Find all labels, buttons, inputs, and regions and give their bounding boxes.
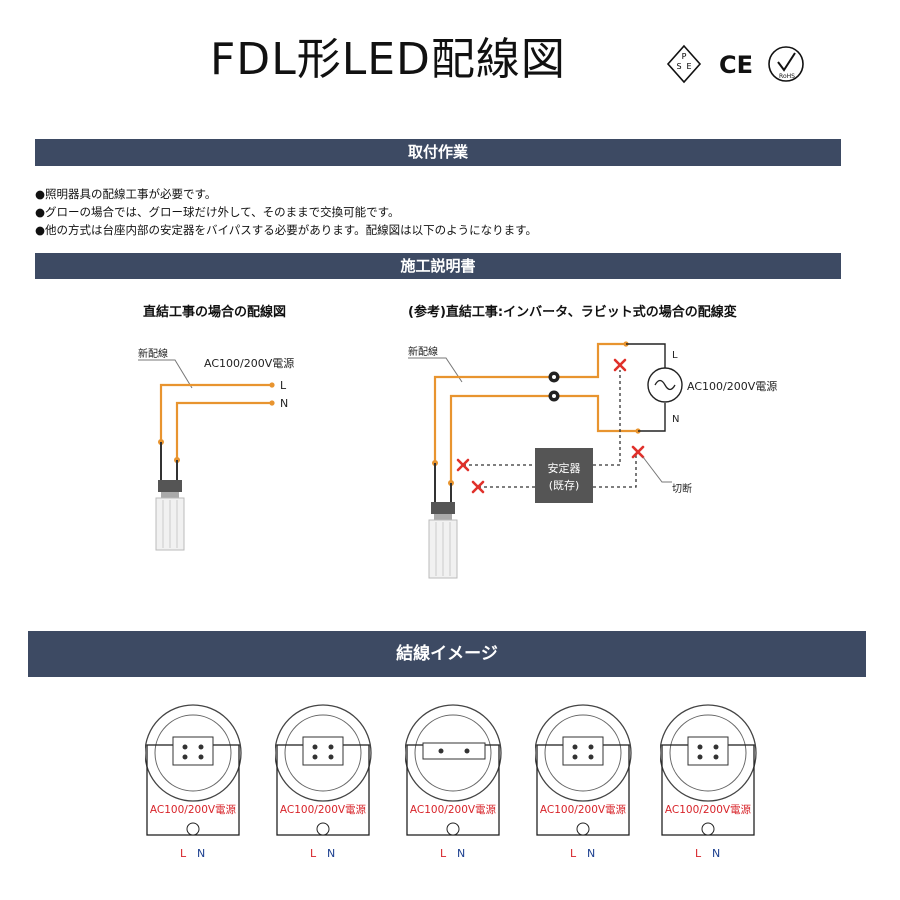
fixture-2-l: L — [310, 847, 317, 860]
fixture-5: AC100/200V電源 L N — [660, 704, 757, 860]
ce-mark-text: CE — [719, 51, 753, 79]
cut-mark-icon — [631, 445, 645, 459]
fixture-5-n: N — [712, 847, 720, 860]
fixture-2-source: AC100/200V電源 — [280, 803, 367, 816]
fixture-2: AC100/200V電源 L N — [275, 704, 372, 860]
inverter-wiring-diagram: 新配線 L N AC100/200V電源 安定器 (既存) 切断 — [408, 341, 777, 579]
left-diagram-heading: 直結工事の場合の配線図 — [143, 305, 287, 320]
fixture-3: AC100/200V電源 L N — [405, 704, 502, 860]
wire-l — [159, 383, 272, 442]
new-wire-label: 新配線 — [408, 345, 438, 358]
ballast-label: 安定器 — [548, 461, 581, 475]
fixture-4-source: AC100/200V電源 — [540, 803, 627, 816]
wire-l — [433, 342, 626, 463]
page-title: FDL形LED配線図 — [210, 34, 566, 85]
new-wire-label: 新配線 — [138, 347, 168, 360]
note-1: ●照明器具の配線工事が必要です。 — [35, 187, 217, 201]
cut-mark-icon — [471, 480, 485, 494]
terminal-n-label: N — [280, 397, 288, 410]
note-3: ●他の方式は台座内部の安定器をバイパスする必要があります。配線図は以下のようにな… — [35, 223, 537, 237]
fixture-3-n: N — [457, 847, 465, 860]
pse-mark-p: P — [682, 52, 687, 61]
source-n-label: N — [672, 414, 679, 425]
wire-n — [449, 394, 638, 483]
ce-mark-icon: CE — [719, 51, 753, 79]
pse-mark-icon: P S E — [666, 44, 702, 84]
terminal-l-label: L — [280, 379, 287, 392]
fixture-4: AC100/200V電源 L N — [535, 704, 632, 860]
section-bar-wiring-image: 結線イメージ — [28, 631, 866, 677]
fixture-5-l: L — [695, 847, 702, 860]
new-wire-pointer — [138, 359, 193, 389]
fixture-1-n: N — [197, 847, 205, 860]
section-bar-install: 取付作業 — [35, 139, 841, 166]
rohs-mark-icon: RoHS — [768, 46, 804, 82]
note-2: ●グローの場合では、グロー球だけ外して、そのままで交換可能です。 — [35, 205, 400, 219]
rohs-mark-text: RoHS — [779, 73, 795, 80]
pse-mark-e: E — [686, 62, 691, 71]
fixture-3-source: AC100/200V電源 — [410, 803, 497, 816]
terminal-n — [269, 400, 275, 406]
fixture-1: AC100/200V電源 L N — [145, 704, 242, 860]
fixture-row: AC100/200V電源 L N AC100/200V電源 L N AC100/… — [0, 695, 900, 875]
source-label: AC100/200V電源 — [687, 379, 777, 393]
ballast-box — [535, 448, 593, 503]
cut-mark-icon — [613, 358, 627, 372]
source-l-label: L — [672, 350, 678, 361]
terminal-l — [269, 382, 275, 388]
new-wire-pointer — [408, 357, 463, 383]
wire-n — [175, 401, 272, 460]
ballast-sub-label: (既存) — [549, 478, 580, 492]
fixture-4-n: N — [587, 847, 595, 860]
fixture-5-source: AC100/200V電源 — [665, 803, 752, 816]
led-lamp-icon — [428, 502, 458, 579]
fixture-4-l: L — [570, 847, 577, 860]
led-lamp-icon — [155, 480, 185, 551]
cut-label: 切断 — [672, 482, 692, 495]
fixture-2-n: N — [327, 847, 335, 860]
pse-mark-s: S — [676, 62, 681, 71]
section-bar-instructions: 施工説明書 — [35, 253, 841, 279]
direct-wiring-diagram: 新配線 AC100/200V電源 L N — [138, 347, 294, 551]
cut-mark-icon — [456, 458, 470, 472]
fixture-1-source: AC100/200V電源 — [150, 803, 237, 816]
fixture-3-l: L — [440, 847, 447, 860]
source-label: AC100/200V電源 — [204, 356, 294, 370]
right-diagram-heading: (参考)直結工事:インバータ、ラビット式の場合の配線変 — [408, 305, 737, 320]
fixture-1-l: L — [180, 847, 187, 860]
